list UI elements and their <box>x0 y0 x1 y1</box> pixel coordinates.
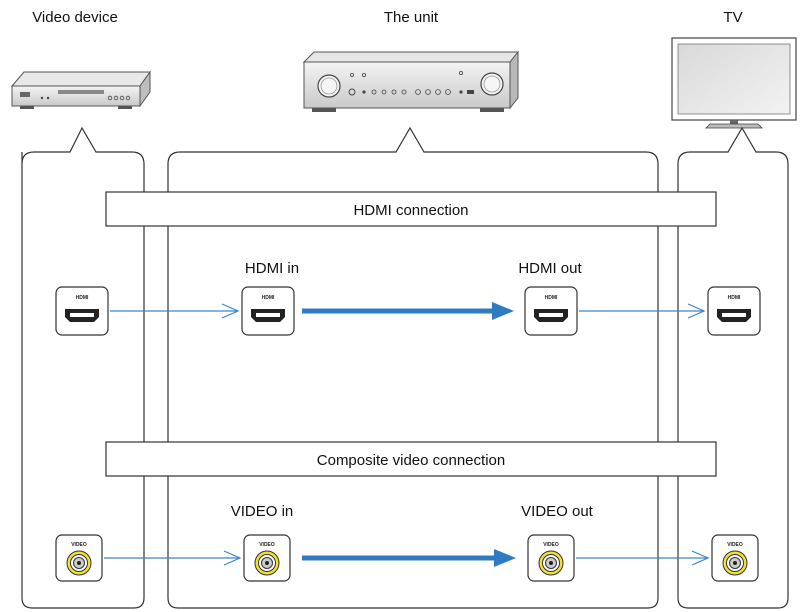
video-out-label: VIDEO out <box>521 503 594 520</box>
receiver-illustration <box>302 50 520 112</box>
hdmi-section-banner <box>105 191 717 227</box>
composite-section-banner <box>105 441 717 477</box>
video-port-tv: VIDEO <box>711 534 759 582</box>
hdmi-section-title: HDMI connection <box>353 202 468 219</box>
hdmi-in-label: HDMI in <box>245 260 299 277</box>
hdmi-port-tv: HDMI <box>707 286 761 336</box>
hdmi-port-badge: HDMI <box>262 295 275 301</box>
video-device-column-frame <box>21 126 145 609</box>
video-arrow-unit-internal <box>302 549 516 567</box>
hdmi-port-badge: HDMI <box>728 295 741 301</box>
hdmi-arrow-unit-to-tv <box>579 303 706 319</box>
column-title-tv: TV <box>723 9 742 26</box>
video-arrow-unit-to-tv <box>576 550 710 566</box>
column-title-video-device: Video device <box>32 9 118 26</box>
video-arrow-device-to-unit <box>104 550 242 566</box>
video-port-badge: VIDEO <box>71 542 87 548</box>
video-port-badge: VIDEO <box>543 542 559 548</box>
hdmi-port-unit-in: HDMI <box>241 286 295 336</box>
hdmi-port-unit-out: HDMI <box>524 286 578 336</box>
video-port-badge: VIDEO <box>727 542 743 548</box>
column-title-the-unit: The unit <box>384 9 439 26</box>
composite-section-title: Composite video connection <box>317 452 505 469</box>
hdmi-port-badge: HDMI <box>545 295 558 301</box>
tv-column-frame <box>677 126 789 609</box>
hdmi-port-badge: HDMI <box>76 295 89 301</box>
video-port-badge: VIDEO <box>259 542 275 548</box>
unit-column-frame <box>167 126 659 609</box>
hdmi-out-label: HDMI out <box>518 260 582 277</box>
hdmi-arrow-device-to-unit <box>110 303 240 319</box>
hdmi-port-video-device: HDMI <box>55 286 109 336</box>
tv-illustration <box>671 37 797 129</box>
hdmi-arrow-unit-internal <box>302 302 514 320</box>
video-device-illustration <box>10 70 151 109</box>
video-port-unit-out: VIDEO <box>527 534 575 582</box>
video-port-unit-in: VIDEO <box>243 534 291 582</box>
video-in-label: VIDEO in <box>231 503 294 520</box>
video-port-video-device: VIDEO <box>55 534 103 582</box>
